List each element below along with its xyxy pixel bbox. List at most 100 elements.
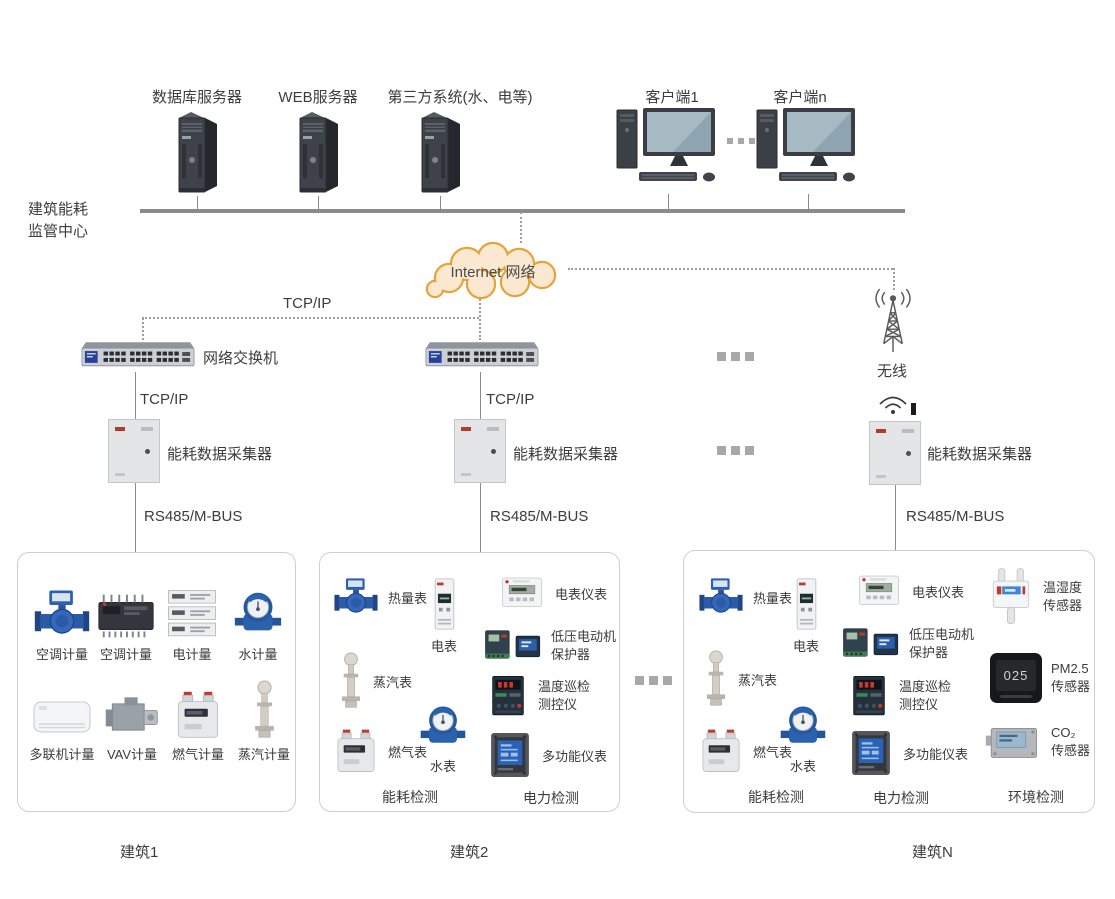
b2-item-label: 电表 — [430, 639, 457, 654]
rs485-bus1-label: RS485/M-BUS — [144, 508, 243, 525]
database-server-label: 数据库服务器 — [151, 89, 243, 106]
network-switch1-icon — [78, 338, 196, 372]
client-n-connector-line — [808, 194, 809, 209]
motor-protector-icon — [484, 629, 542, 663]
bN-item-label: 多功能仪表 — [903, 746, 969, 762]
bN-multifunction-meter-item: 多功能仪表 — [848, 726, 968, 780]
bN-energy-category-label: 能耗检测 — [748, 789, 804, 805]
client-n-icon — [753, 106, 863, 194]
monitor-center-line2: 监管中心 — [28, 222, 89, 240]
b2-meter-panel-item: 电表仪表 — [498, 574, 607, 612]
vortex-steam-meter-icon — [251, 680, 278, 740]
collector2-label: 能耗数据采集器 — [513, 446, 619, 463]
wireless-label: 无线 — [877, 363, 908, 380]
switch1-uplink-dashed-line — [142, 318, 144, 340]
tcpip-backbone-dashed-line — [142, 317, 479, 319]
collector3-label: 能耗数据采集器 — [927, 446, 1033, 463]
client1-connector-line — [668, 194, 669, 209]
b2-power-category-label: 电力检测 — [523, 790, 579, 806]
tcpip-branch1-label: TCP/IP — [140, 391, 189, 408]
thirdparty-server-icon — [408, 108, 472, 196]
bN-item-label: 燃气表 — [753, 744, 793, 760]
cloud-downlink-dashed-line — [479, 296, 481, 340]
b2-item-label: 多功能仪表 — [542, 748, 608, 764]
thirdparty-system-label: 第三方系统(水、电等) — [387, 89, 533, 106]
multifunction-meter-icon — [848, 726, 894, 780]
web-server-label: WEB服务器 — [278, 89, 358, 106]
water-meter-icon — [777, 700, 829, 752]
b1-item-label: 蒸汽计量 — [237, 747, 290, 762]
bN-item-label: PM2.5 传感器 — [1051, 661, 1091, 694]
vrf-ac-unit-icon — [30, 696, 94, 740]
b2-item-label: 水表 — [429, 759, 456, 774]
b2-item-label: 电表仪表 — [555, 586, 608, 602]
building1-caption: 建筑1 — [120, 844, 159, 861]
b2-energy-category-label: 能耗检测 — [382, 789, 438, 805]
bN-item-label: 热量表 — [753, 590, 793, 606]
b1-item-label: 空调计量 — [35, 647, 88, 662]
bN-item-label: 电表 — [792, 639, 819, 654]
switch-row-ellipsis — [717, 352, 754, 361]
co2-sensor-icon — [984, 722, 1042, 762]
bN-steam-meter-item: 蒸汽表 — [703, 650, 777, 708]
cloud-uplink-dashed-line — [520, 212, 522, 243]
din-meter-stack-icon — [163, 588, 221, 640]
bN-meter-panel-item: 电表仪表 — [855, 572, 964, 610]
bN-co2-sensor-item: CO₂ 传感器 — [984, 722, 1090, 762]
wireless-tower-icon — [868, 286, 918, 356]
b2-item-label: 燃气表 — [388, 744, 428, 760]
temp-humidity-sensor-icon — [988, 566, 1034, 628]
b2-temp-patrol-item: 温度巡检 测控仪 — [487, 671, 590, 721]
b2-item-label: 温度巡检 测控仪 — [538, 679, 591, 712]
collector1-label: 能耗数据采集器 — [167, 446, 273, 463]
b1-steam-metering-item: 蒸汽计量 — [228, 680, 300, 763]
b2-item-label: 低压电动机 保护器 — [551, 629, 617, 662]
cloud-wireless-dashed-line — [568, 268, 893, 270]
collector-row-ellipsis — [717, 446, 754, 455]
bN-power-category-label: 电力检测 — [873, 790, 929, 806]
b1-vav-metering-item: VAV计量 — [96, 690, 168, 763]
tcpip-backbone-label: TCP/IP — [283, 295, 332, 312]
internet-cloud: Internet 网络 — [415, 241, 571, 300]
motor-protector-icon — [842, 627, 900, 661]
collector1-icon — [108, 419, 160, 483]
bN-env-category-label: 环境检测 — [1008, 789, 1064, 805]
b1-item-label: 空调计量 — [99, 647, 152, 662]
bN-item-label: 水表 — [789, 759, 816, 774]
b1-ac-metering1-item: 空调计量 — [26, 582, 98, 663]
clients-ellipsis — [727, 138, 755, 144]
buildingN-caption: 建筑N — [912, 844, 953, 861]
b1-ac-metering2-item: 空调计量 — [90, 582, 162, 663]
client1-icon — [613, 106, 723, 194]
bN-item-label: 电表仪表 — [912, 584, 965, 600]
bN-electric-meter-item: 电表 — [786, 576, 826, 655]
monitor-center-line1: 建筑能耗 — [28, 201, 89, 218]
gas-meter-icon — [333, 728, 379, 774]
din-electric-meter-icon — [431, 576, 458, 632]
ac-flow-meter-icon — [33, 588, 91, 640]
b2-motor-protector-item: 低压电动机 保护器 — [484, 628, 616, 663]
tcpip-branch2-label: TCP/IP — [486, 391, 535, 408]
client-n-label: 客户端n — [773, 89, 827, 106]
network-switch-label: 网络交换机 — [203, 350, 279, 367]
gas-meter-icon — [173, 690, 223, 740]
temp-patrol-monitor-icon — [848, 671, 890, 721]
collector3-antenna-stub — [911, 403, 916, 415]
b2-multifunction-meter-item: 多功能仪表 — [487, 728, 607, 782]
b2-item-label: 热量表 — [388, 590, 428, 606]
server3-connector-line — [440, 196, 441, 209]
bN-item-label: 温度巡检 测控仪 — [899, 679, 952, 712]
bN-gas-meter-item: 燃气表 — [698, 728, 792, 774]
b2-water-meter-item: 水表 — [416, 700, 470, 775]
collector3-wifi-icon — [876, 393, 910, 415]
rs485-bus2-label: RS485/M-BUS — [490, 508, 589, 525]
network-switch2-icon — [422, 338, 540, 372]
bN-temp-patrol-item: 温度巡检 测控仪 — [848, 671, 951, 721]
client1-label: 客户端1 — [645, 89, 699, 106]
bN-motor-protector-item: 低压电动机 保护器 — [842, 626, 974, 661]
vav-box-icon — [102, 694, 162, 740]
gas-meter-icon — [698, 728, 744, 774]
bN-pm25-sensor-item: 025 PM2.5 传感器 — [990, 653, 1090, 703]
server2-connector-line — [318, 196, 319, 209]
wireless-downlink-dashed-line — [893, 268, 895, 290]
